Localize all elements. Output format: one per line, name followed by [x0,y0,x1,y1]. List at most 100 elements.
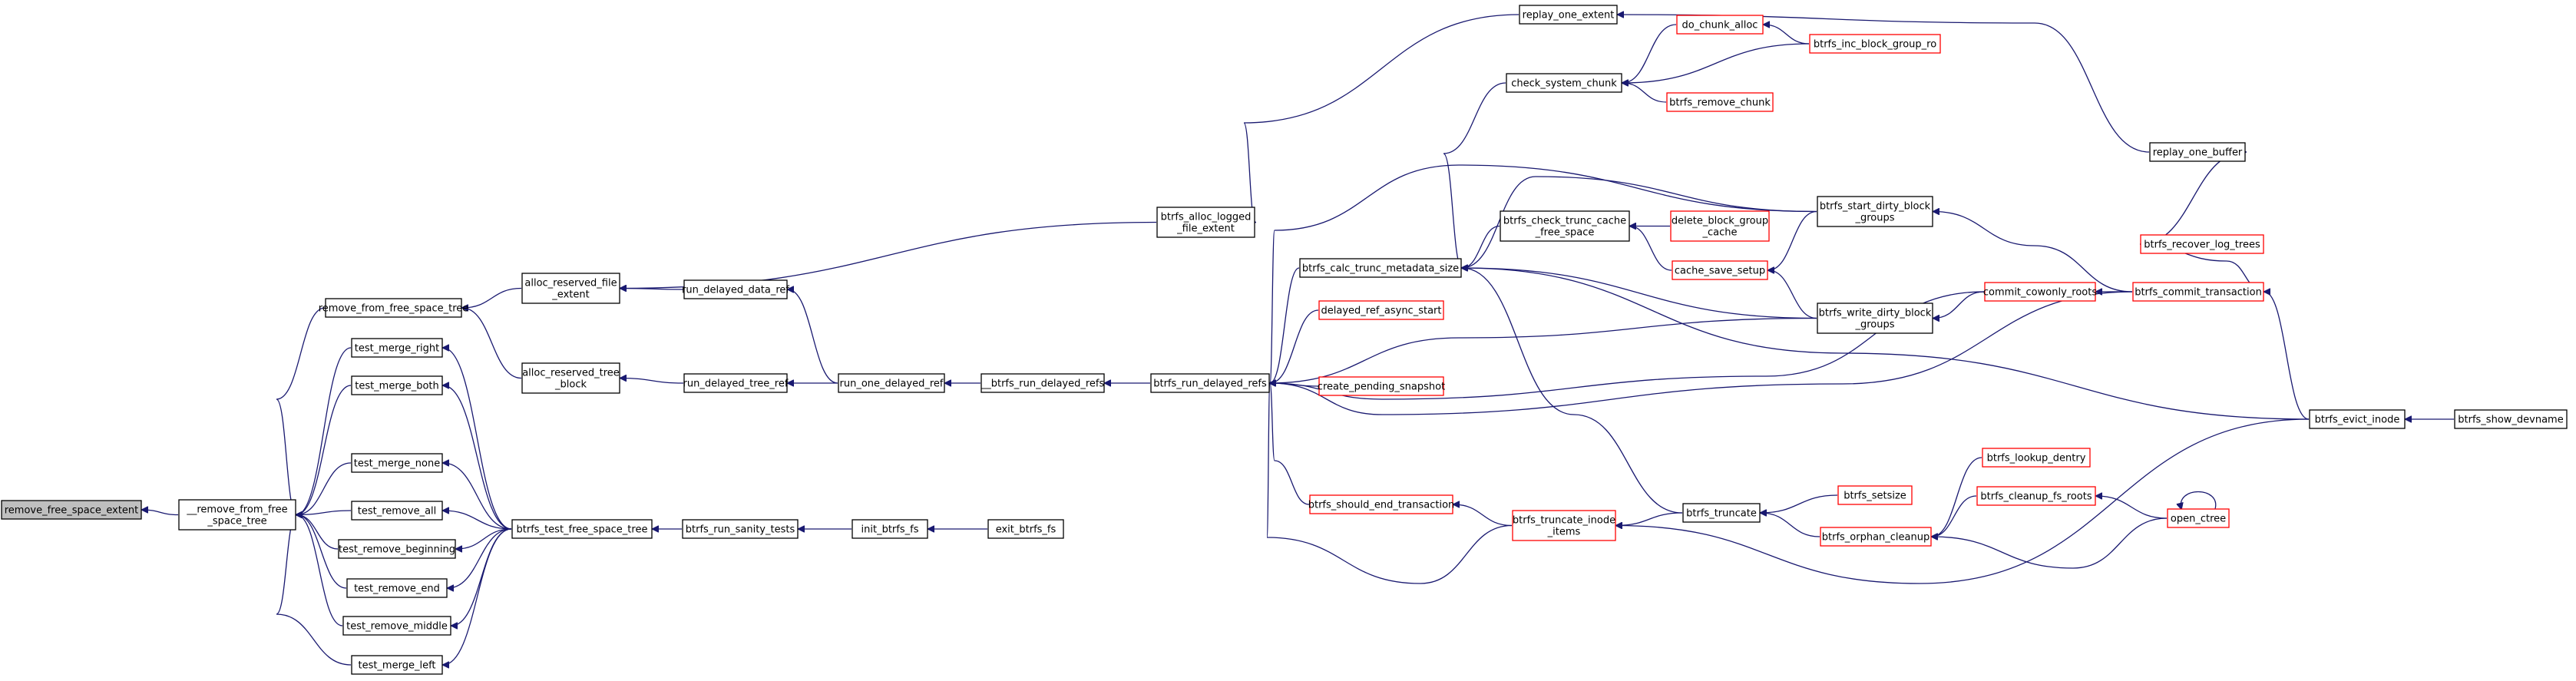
node-btrfs-recover-log-trees[interactable]: btrfs_recover_log_trees [2140,234,2264,254]
node-label: create_pending_snapshot [1318,382,1445,393]
node-remove-from-free-space-tree[interactable]: __remove_from_free_space_tree [178,499,296,531]
node-test-merge-none[interactable]: test_merge_none [351,453,443,473]
node-box [351,453,443,473]
node-box [2132,282,2264,302]
node-delayed-ref-async-start[interactable]: delayed_ref_async_start [1318,300,1444,320]
node-box [683,279,788,299]
node-test-remove-middle[interactable]: test_remove_middle [342,616,451,636]
node-box [1318,300,1444,320]
node-label: btrfs_test_free_space_tree [517,524,648,536]
node-label: _groups [1854,213,1894,224]
node-test-merge-both[interactable]: test_merge_both [351,375,443,395]
node-label: do_chunk_alloc [1682,20,1758,31]
node-btrfs-show-devname[interactable]: btrfs_show_devname [2454,409,2568,429]
node-label: exit_btrfs_fs [996,524,1057,536]
node-box [683,373,788,393]
edge-check-system-chunk-to-do-chunk-alloc [1622,24,1677,83]
node-replay-one-extent[interactable]: replay_one_extent [1519,5,1618,25]
node-btrfs-calc-trunc-metadata-size[interactable]: btrfs_calc_trunc_metadata_size [1299,258,1462,278]
node-btrfs-alloc-logged-file-extent[interactable]: btrfs_alloc_logged_file_extent [1156,207,1255,238]
node-test-remove-all[interactable]: test_remove_all [351,501,443,521]
node-run-delayed-tree-ref[interactable]: run_delayed_tree_ref [683,373,789,393]
node-label: btrfs_setsize [1844,491,1906,502]
node-label: btrfs_truncate [1686,508,1757,520]
node-box [351,338,443,358]
edge-test-remove-all-to-btrfs-test-free-space-tree [443,511,512,530]
edge-btrfs-run-delayed-refs-to-btrfs-commit-transaction [1270,291,2133,415]
node-do-chunk-alloc[interactable]: do_chunk_alloc [1676,15,1764,35]
edge-btrfs-run-delayed-refs-to-btrfs-truncate-inode-items [1267,383,1513,584]
node-label: test_merge_none [354,458,440,470]
edge-btrfs-write-dirty-block-groups-to-commit-cowonly-roots [1933,291,1985,319]
node-box [1672,260,1768,280]
node-label: _free_space [1535,227,1595,239]
node-remove-from-free-space-tree[interactable]: remove_from_free_space_tree [319,298,469,318]
edge-remove-from-free-space-tree-to-test-merge-left [276,515,352,666]
node-alloc-reserved-tree-block[interactable]: alloc_reserved_tree_block [521,362,620,394]
edge-remove-free-space-extent-to-remove-from-free-space-tree [142,510,179,516]
node-alloc-reserved-file-extent[interactable]: alloc_reserved_file_extent [521,273,620,304]
node-commit-cowonly-roots[interactable]: commit_cowonly_roots [1983,282,2097,302]
node-btrfs-run-delayed-refs[interactable]: __btrfs_run_delayed_refs [980,373,1105,393]
node-label: run_one_delayed_ref [840,379,944,390]
edge-btrfs-calc-trunc-metadata-size-to-btrfs-truncate [1462,268,1683,514]
node-box [521,362,620,394]
node-box [1982,448,2091,468]
node-btrfs-orphan-cleanup[interactable]: btrfs_orphan_cleanup [1820,527,1932,547]
node-btrfs-cleanup-fs-roots[interactable]: btrfs_cleanup_fs_roots [1976,486,2096,506]
node-btrfs-test-free-space-tree[interactable]: btrfs_test_free_space_tree [511,519,653,539]
node-delete-block-group-cache[interactable]: delete_block_group_cache [1670,210,1770,242]
edge-btrfs-run-delayed-refs-to-delayed-ref-async-start [1270,309,1319,383]
node-box [1156,207,1255,238]
node-cache-save-setup[interactable]: cache_save_setup [1672,260,1768,280]
node-box [2309,409,2406,429]
node-init-btrfs-fs[interactable]: init_btrfs_fs [852,519,928,539]
node-label: test_merge_right [355,343,440,355]
node-btrfs-run-sanity-tests[interactable]: btrfs_run_sanity_tests [682,519,799,539]
node-test-merge-left[interactable]: test_merge_left [351,655,443,675]
node-btrfs-run-delayed-refs[interactable]: btrfs_run_delayed_refs [1150,373,1270,393]
node-label: btrfs_orphan_cleanup [1822,532,1930,544]
node-btrfs-truncate-inode-items[interactable]: btrfs_truncate_inode_items [1512,510,1616,541]
edge-btrfs-run-delayed-refs-to-btrfs-write-dirty-block-groups [1270,317,1817,384]
node-run-one-delayed-ref[interactable]: run_one_delayed_ref [838,373,945,393]
node-box [351,655,443,675]
node-label: btrfs_calc_trunc_metadata_size [1302,263,1459,275]
node-btrfs-inc-block-group-ro[interactable]: btrfs_inc_block_group_ro [1809,34,1941,54]
edge-btrfs-orphan-cleanup-to-open-ctree [1932,517,2168,569]
edge-remove-from-free-space-tree-to-test-merge-right [296,347,352,515]
node-create-pending-snapshot[interactable]: create_pending_snapshot [1318,376,1445,396]
node-btrfs-truncate[interactable]: btrfs_truncate [1682,503,1761,523]
node-test-merge-right[interactable]: test_merge_right [351,338,443,358]
node-label: _block [554,379,587,391]
edge-test-remove-end-to-btrfs-test-free-space-tree [448,528,512,588]
node-btrfs-check-trunc-cache-free-space[interactable]: btrfs_check_trunc_cache_free_space [1500,210,1630,242]
node-btrfs-remove-chunk[interactable]: btrfs_remove_chunk [1666,92,1774,112]
node-run-delayed-data-ref[interactable]: run_delayed_data_ref [682,279,789,299]
node-box [1519,5,1618,25]
node-box [1,500,142,520]
node-box [1150,373,1270,393]
node-btrfs-write-dirty-block-groups[interactable]: btrfs_write_dirty_block_groups [1817,302,1933,334]
node-label: delayed_ref_async_start [1321,306,1441,317]
node-open-ctree[interactable]: open_ctree [2167,508,2230,528]
node-btrfs-lookup-dentry[interactable]: btrfs_lookup_dentry [1982,448,2091,468]
node-replay-one-buffer[interactable]: replay_one_buffer [2149,142,2246,162]
node-btrfs-commit-transaction[interactable]: btrfs_commit_transaction [2132,282,2264,302]
node-remove-free-space-extent[interactable]: remove_free_space_extent [1,500,142,520]
node-btrfs-should-end-transaction[interactable]: btrfs_should_end_transaction [1308,494,1455,514]
node-label: run_delayed_tree_ref [683,379,789,390]
node-btrfs-evict-inode[interactable]: btrfs_evict_inode [2309,409,2406,429]
node-btrfs-setsize[interactable]: btrfs_setsize [1837,485,1913,505]
edge-remove-from-free-space-tree-to-alloc-reserved-tree-block [462,308,522,379]
node-box [1809,34,1941,54]
node-test-remove-end[interactable]: test_remove_end [346,578,448,598]
node-exit-btrfs-fs[interactable]: exit_btrfs_fs [987,519,1064,539]
node-check-system-chunk[interactable]: check_system_chunk [1506,73,1622,93]
edge-alloc-reserved-tree-block-to-run-delayed-tree-ref [620,379,684,384]
edge-check-system-chunk-to-btrfs-remove-chunk [1622,83,1667,103]
edge-btrfs-alloc-logged-file-extent-to-replay-one-extent [1243,14,1519,223]
node-btrfs-start-dirty-block-groups[interactable]: btrfs_start_dirty_block_groups [1817,196,1933,227]
node-label: alloc_reserved_file [524,278,617,289]
node-test-remove-beginning[interactable]: test_remove_beginning [338,539,456,559]
